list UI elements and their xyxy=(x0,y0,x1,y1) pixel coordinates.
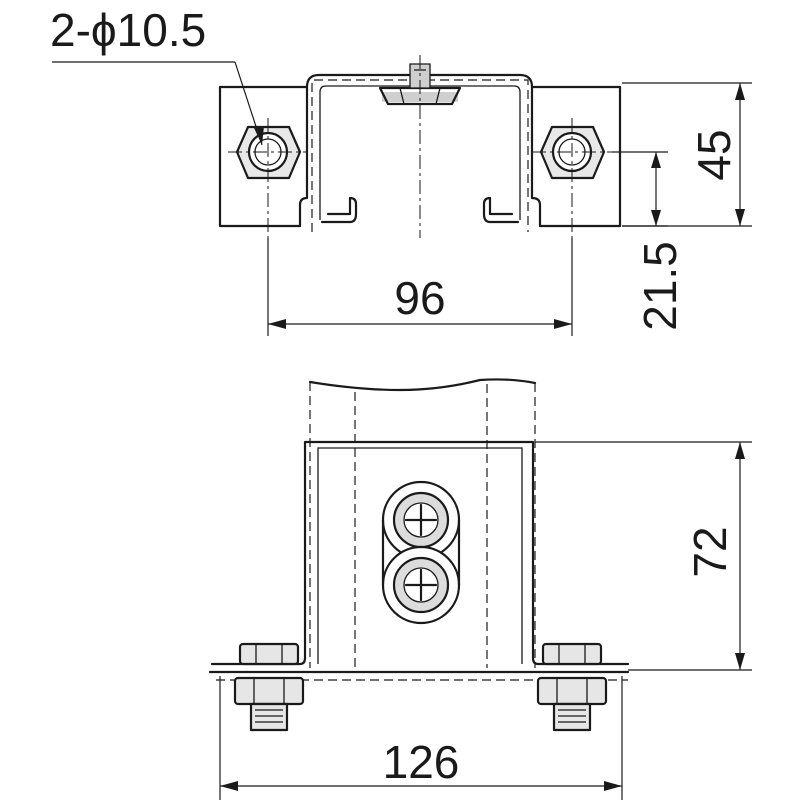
channel-nut xyxy=(378,86,462,106)
channel-bolt-lower xyxy=(381,545,461,625)
strut-lip-right xyxy=(482,196,520,224)
hole-leader: 2-ϕ10.5 xyxy=(50,4,264,146)
right-flange xyxy=(530,85,622,228)
front-view xyxy=(208,378,630,732)
dim-21-5-label: 21.5 xyxy=(634,241,686,331)
strut-lip-left xyxy=(320,196,358,224)
dim-96-label: 96 xyxy=(394,272,445,324)
nut-plate-outline xyxy=(381,518,461,587)
bracket-outer xyxy=(210,440,630,666)
anchor-bolt-right xyxy=(536,642,608,732)
dim-21-5: 21.5 xyxy=(612,151,686,331)
left-flange xyxy=(218,85,309,228)
hole-label: 2-ϕ10.5 xyxy=(50,4,206,56)
dim-72-label: 72 xyxy=(684,526,736,577)
dim-96: 96 xyxy=(267,238,573,336)
dim-45: 45 xyxy=(622,82,752,227)
top-view xyxy=(218,55,622,238)
channel-nut-body xyxy=(382,92,458,102)
dim-72: 72 xyxy=(535,441,752,671)
dim-126-label: 126 xyxy=(383,736,460,788)
dim-126: 126 xyxy=(219,676,623,800)
dim-45-label: 45 xyxy=(688,129,740,180)
anchor-bolt-left xyxy=(233,642,305,732)
strut-break xyxy=(308,378,537,392)
